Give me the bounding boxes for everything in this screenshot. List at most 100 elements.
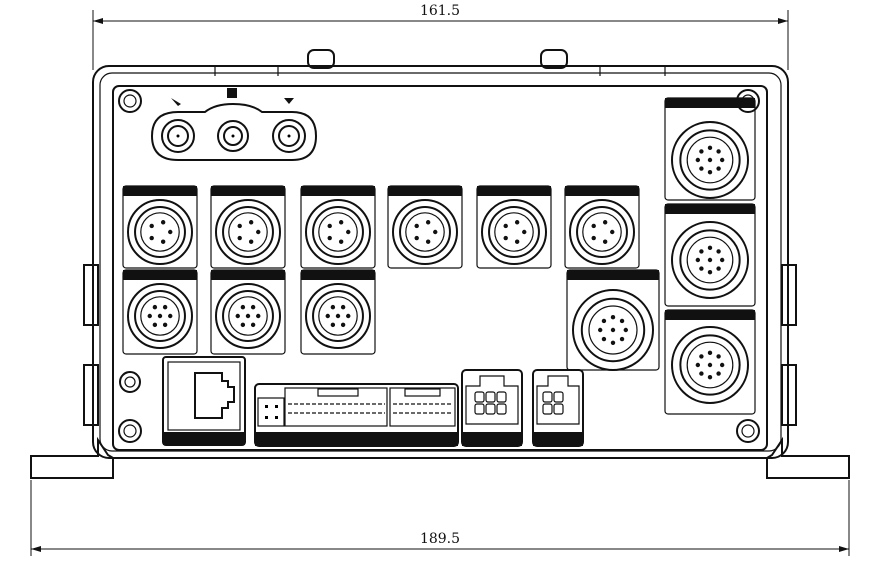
- screw-icon: [736, 419, 760, 443]
- pin: [414, 223, 419, 229]
- pin: [149, 235, 154, 241]
- pin: [338, 220, 344, 225]
- pin: [598, 327, 603, 333]
- pin: [152, 304, 158, 310]
- pin: [162, 304, 168, 310]
- pin: [601, 336, 607, 342]
- aviation-connector: [387, 185, 463, 269]
- pin: [250, 304, 256, 310]
- pin: [248, 220, 254, 225]
- pin: [699, 371, 704, 376]
- pin: [338, 239, 344, 244]
- pin: [619, 336, 625, 342]
- pin: [152, 322, 158, 328]
- aviation-connector: [566, 269, 660, 371]
- pin: [610, 315, 616, 320]
- pin: [591, 235, 596, 241]
- pin: [716, 266, 721, 271]
- pin: [591, 223, 596, 229]
- pin: [514, 220, 520, 225]
- aviation-connector: [122, 269, 198, 355]
- pin: [256, 229, 261, 235]
- antenna-ports: [150, 88, 318, 161]
- pin: [610, 229, 615, 235]
- aviation-connector: [300, 269, 376, 355]
- pin: [716, 354, 721, 359]
- pin: [425, 239, 431, 244]
- pin: [160, 239, 166, 244]
- pin: [719, 362, 725, 368]
- pin: [699, 149, 704, 154]
- pin: [707, 245, 713, 251]
- pin: [707, 169, 713, 175]
- pin: [707, 374, 713, 380]
- pin: [414, 235, 419, 241]
- pin: [235, 313, 240, 319]
- aviation-connector: [476, 185, 552, 269]
- pin: [147, 313, 152, 319]
- pin: [237, 235, 242, 241]
- aviation-connector: [210, 185, 286, 269]
- mounting-feet: [30, 436, 850, 479]
- pin: [602, 239, 608, 244]
- pin: [707, 145, 713, 151]
- pin: [716, 149, 721, 154]
- wifi-antenna-port: [272, 119, 306, 153]
- aviation-connector: [300, 185, 376, 269]
- pin: [425, 220, 431, 225]
- bottom-dimension: 189.5: [30, 480, 850, 556]
- top-dimension-value: 161.5: [420, 3, 460, 19]
- pin: [503, 235, 508, 241]
- pin: [149, 223, 154, 229]
- gps-icon: [171, 98, 181, 106]
- device-body: [83, 49, 797, 459]
- rj45-ethernet-port: [162, 356, 246, 446]
- screw-icon: [119, 371, 141, 393]
- pin: [716, 249, 721, 254]
- aviation-connector: [122, 185, 198, 269]
- pin: [340, 304, 346, 310]
- io-terminal-connector: [254, 383, 459, 447]
- pin: [330, 304, 336, 310]
- pin: [719, 257, 725, 263]
- pin: [325, 313, 330, 319]
- pin: [168, 229, 173, 235]
- 3g-antenna-port: [217, 120, 249, 152]
- pin: [248, 239, 254, 244]
- power-connector-6pin: [461, 369, 523, 447]
- pin: [699, 249, 704, 254]
- aviation-connector: [564, 185, 640, 269]
- pin: [346, 313, 351, 319]
- pin: [327, 223, 332, 229]
- aviation-connector: [210, 269, 286, 355]
- pin: [514, 239, 520, 244]
- pin: [619, 318, 625, 324]
- pin: [695, 362, 701, 368]
- pin: [340, 322, 346, 328]
- pin: [250, 322, 256, 328]
- pin: [699, 266, 704, 271]
- wifi-icon: [284, 98, 294, 104]
- pin: [522, 229, 527, 235]
- pin: [240, 322, 246, 328]
- pin: [602, 220, 608, 225]
- pin: [716, 371, 721, 376]
- bottom-dimension-value: 189.5: [420, 531, 460, 547]
- pin: [610, 340, 616, 345]
- pin: [695, 157, 701, 163]
- pin: [719, 157, 725, 163]
- power-connector-4pin: [532, 369, 584, 447]
- pin: [237, 223, 242, 229]
- aviation-connector: [664, 309, 756, 415]
- screw-icon: [118, 89, 142, 113]
- sim-icon: [227, 88, 237, 98]
- pin: [695, 257, 701, 263]
- pin: [623, 327, 628, 333]
- aviation-connector: [664, 203, 756, 307]
- pin: [160, 220, 166, 225]
- pin: [707, 269, 713, 275]
- pin: [168, 313, 173, 319]
- pin: [716, 166, 721, 171]
- pin: [240, 304, 246, 310]
